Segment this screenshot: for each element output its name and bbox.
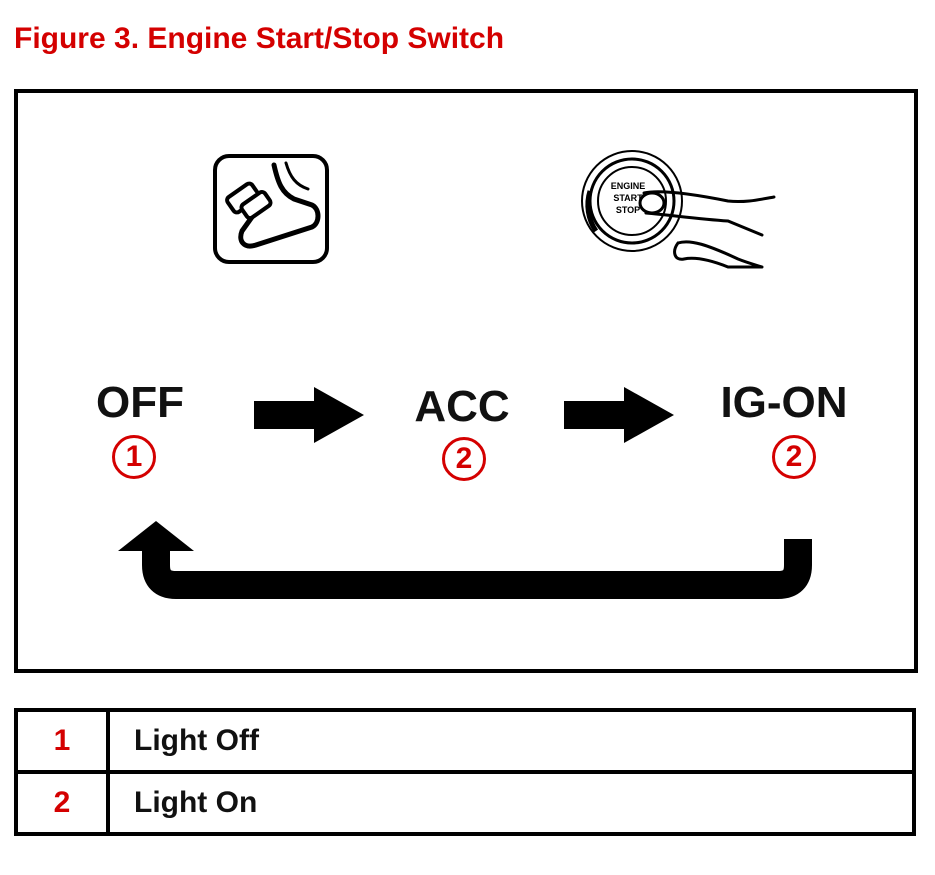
legend-row: 1 Light Off <box>14 708 916 774</box>
state-badge-ig-on: 2 <box>772 435 816 479</box>
legend-row: 2 Light On <box>14 770 916 836</box>
legend-number: 1 <box>14 708 110 774</box>
legend-number: 2 <box>14 770 110 836</box>
button-text-start: START <box>613 193 643 203</box>
brake-pedal-icon <box>213 154 329 264</box>
button-text-stop: STOP <box>616 205 640 215</box>
state-label-ig-on: IG-ON <box>720 378 848 427</box>
legend-table: 1 Light Off 2 Light On <box>14 708 916 836</box>
arrow-acc-to-ig-on <box>564 387 674 443</box>
state-label-off: OFF <box>96 378 184 427</box>
state-label-acc: ACC <box>414 382 510 431</box>
return-arrow-line <box>142 539 812 599</box>
figure-title: Figure 3. Engine Start/Stop Switch <box>14 22 505 55</box>
flow-arrows <box>118 387 812 599</box>
switch-diagram: ENGINE START STOP OFF 1 ACC 2 IG-ON 2 <box>14 89 918 673</box>
state-badge-off: 1 <box>112 435 156 479</box>
return-arrow-head <box>118 521 194 551</box>
button-text-engine: ENGINE <box>611 181 646 191</box>
legend-description: Light On <box>106 770 916 836</box>
arrow-off-to-acc <box>254 387 364 443</box>
push-start-button-icon: ENGINE START STOP <box>581 150 776 269</box>
state-badge-acc: 2 <box>442 437 486 481</box>
legend-description: Light Off <box>106 708 916 774</box>
